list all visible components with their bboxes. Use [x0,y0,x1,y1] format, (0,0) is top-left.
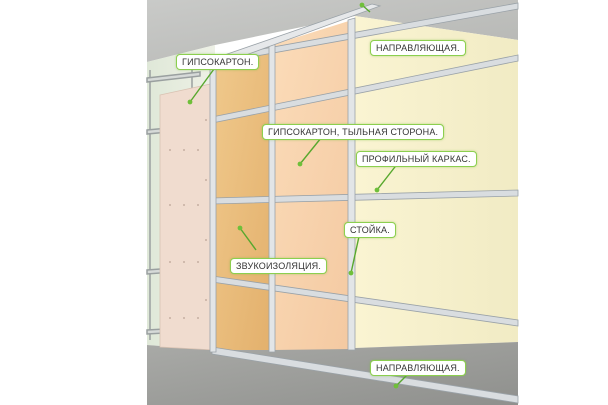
gypsum-board-front [159,82,216,351]
label-sound-insulation: ЗВУКОИЗОЛЯЦИЯ. [230,258,328,274]
label-gypsum-board: ГИПСОКАРТОН. [176,54,260,70]
studs [209,17,356,353]
label-stud: СТОЙКА. [344,222,396,238]
label-profile-frame: ПРОФИЛЬНЫЙ КАРКАС. [356,151,477,167]
profile-frame [211,2,519,404]
back-wall [355,16,518,348]
label-top-guide-rail: НАПРАВЛЯЮЩАЯ. [370,40,466,56]
label-gypsum-back-side: ГИПСОКАРТОН, ТЫЛЬНАЯ СТОРОНА. [262,124,445,140]
label-bottom-guide-rail: НАПРАВЛЯЮЩАЯ. [370,360,466,376]
ceiling [147,0,518,62]
